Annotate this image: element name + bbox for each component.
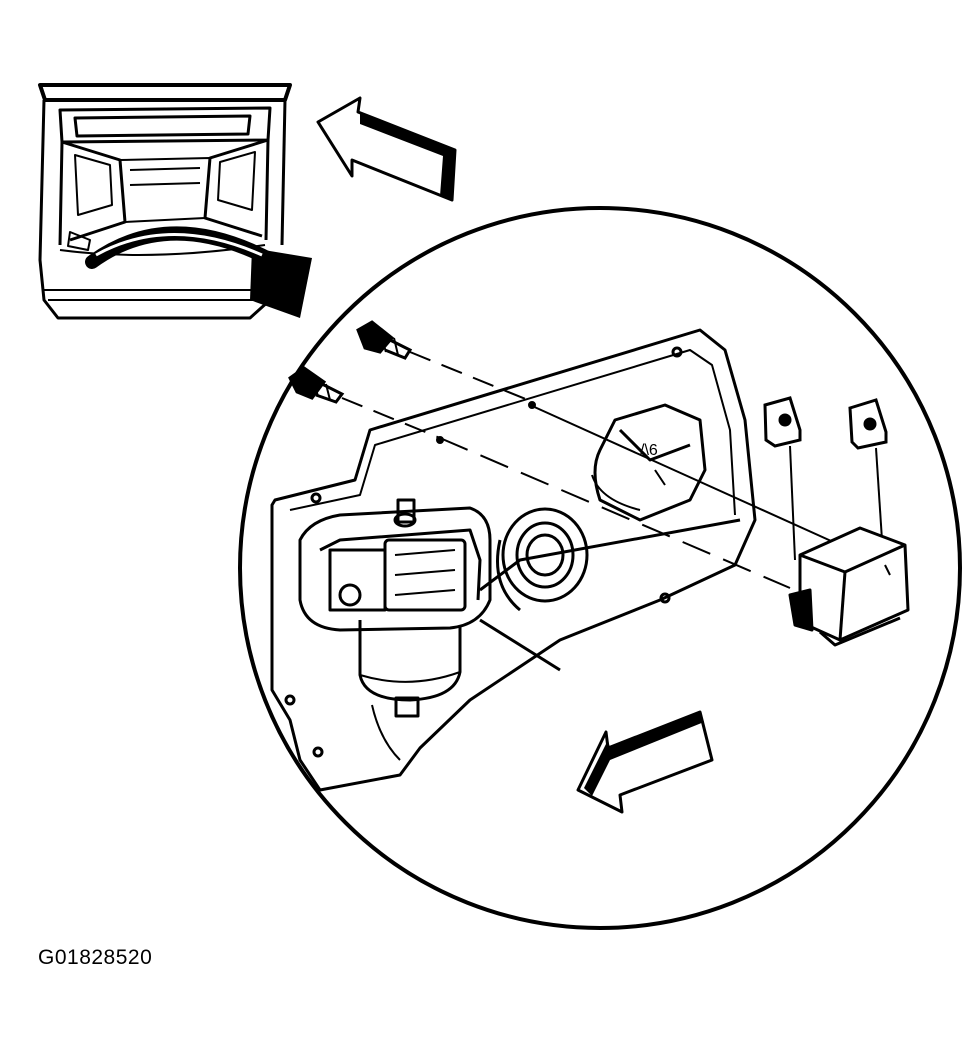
figure-code: G01828520 xyxy=(38,946,153,969)
clip-left xyxy=(763,396,802,561)
curved-pointer-arrow xyxy=(85,226,312,318)
trim-panel xyxy=(270,328,757,792)
clip-right xyxy=(848,398,888,541)
svg-text:/\6: /\6 xyxy=(640,442,658,459)
detail-view-circle xyxy=(238,206,962,930)
direction-arrow-upper xyxy=(316,96,457,202)
bolt-upper xyxy=(356,320,413,360)
vehicle-rear-cargo-view xyxy=(38,83,292,320)
alignment-lines xyxy=(341,351,841,589)
motor-assembly xyxy=(298,498,492,761)
grommet xyxy=(496,507,589,612)
direction-arrow-lower xyxy=(576,710,714,814)
panel-structure: /\6 xyxy=(479,403,741,672)
bolt-lower xyxy=(288,366,345,404)
relay-module xyxy=(788,526,910,647)
